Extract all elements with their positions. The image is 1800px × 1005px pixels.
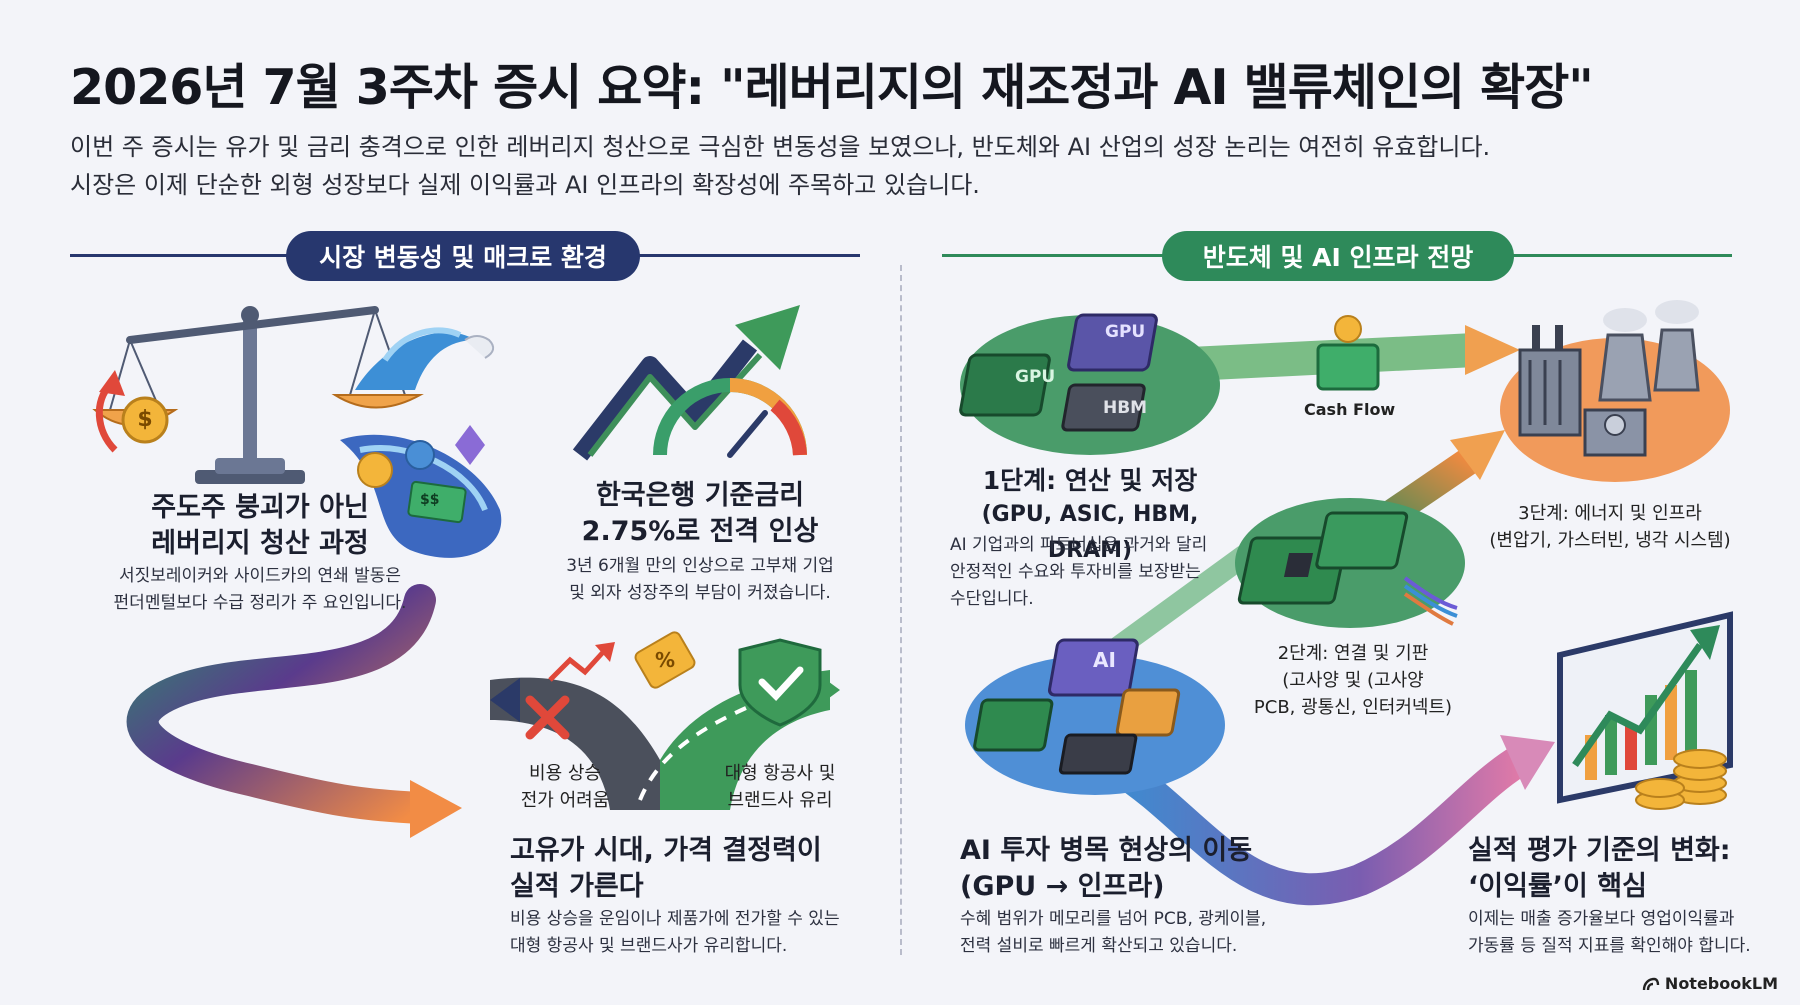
stage2-line-2: (고사양 및 (고사양 xyxy=(1282,670,1424,691)
earnings-body-line-1: 이제는 매출 증가율보다 영업이익률과 xyxy=(1468,909,1735,929)
stage1-body-line-2: 안정적인 수요와 투자비를 보장받는 xyxy=(950,562,1201,582)
section-divider xyxy=(900,265,902,955)
bottleneck-heading-line-2: (GPU → 인프라) xyxy=(960,871,1165,902)
card1-heading-line-1: 주도주 붕괴가 아닌 xyxy=(151,492,369,523)
card1-heading: 주도주 붕괴가 아닌 레버리지 청산 과정 xyxy=(90,490,430,562)
stage3-line-1: 3단계: 에너지 및 인프라 xyxy=(1518,503,1702,524)
stage2-line-1: 2단계: 연결 및 기판 xyxy=(1277,643,1429,664)
ai-chip-illustration xyxy=(965,638,1225,795)
stage1-body: AI 기업과의 파트너십은 과거와 달리 안정적인 수요와 투자비를 보장받는 … xyxy=(950,532,1250,613)
bottleneck-body-line-1: 수혜 범위가 메모리를 넘어 PCB, 광케이블, xyxy=(960,909,1267,929)
stage1-body-line-1: AI 기업과의 파트너십은 과거와 달리 xyxy=(950,535,1208,555)
card3-heading-line-2: 실적 가른다 xyxy=(510,871,644,902)
card1-heading-line-2: 레버리지 청산 과정 xyxy=(151,528,369,559)
rate-hike-illustration xyxy=(572,305,807,461)
card2-heading-line-2: 2.75%로 전격 인상 xyxy=(581,516,819,547)
card2-body-line-1: 3년 6개월 만의 인상으로 고부채 기업 xyxy=(566,556,834,576)
notebooklm-brand: NotebookLM xyxy=(1642,974,1778,993)
memory-chip xyxy=(973,698,1054,752)
gpu-chip-1-label: GPU xyxy=(1015,367,1056,387)
cash-flow-icon xyxy=(1316,315,1380,391)
earnings-chart-illustration xyxy=(1557,611,1733,810)
intro-text: 이번 주 증시는 유가 및 금리 충격으로 인한 레버리지 청산으로 극심한 변… xyxy=(70,128,1490,204)
intro-line-1: 이번 주 증시는 유가 및 금리 충격으로 인한 레버리지 청산으로 극심한 변… xyxy=(70,133,1491,161)
ai-chip-label: AI xyxy=(1093,648,1116,672)
stage1-subheading: (GPU, ASIC, HBM, DRAM) xyxy=(981,502,1199,563)
page-title: 2026년 7월 3주차 증시 요약: "레버리지의 재조정과 AI 밸류체인의… xyxy=(70,59,1594,116)
processor-chip xyxy=(1115,688,1181,737)
stage3-infra-illustration xyxy=(1500,300,1730,482)
road-left-label: 비용 상승 전가 어려움 xyxy=(500,760,630,814)
earnings-body-line-2: 가동률 등 질적 지표를 확인해야 합니다. xyxy=(1468,936,1751,956)
card2-body-line-2: 및 외자 성장주의 부담이 커졌습니다. xyxy=(569,583,831,603)
scale-coin-symbol: $ xyxy=(137,407,153,432)
cooling-tower-icon xyxy=(1598,300,1700,402)
road-right-line-1: 대형 항공사 및 xyxy=(724,763,836,784)
cooling-unit-icon xyxy=(1583,408,1647,457)
stage3-label: 3단계: 에너지 및 인프라 (변압기, 가스터빈, 냉각 시스템) xyxy=(1480,500,1740,554)
card2-heading: 한국은행 기준금리 2.75%로 전격 인상 xyxy=(545,478,855,550)
card3-body-line-1: 비용 상승을 운임이나 제품가에 전가할 수 있는 xyxy=(510,909,840,929)
card1-body: 서짓보레이커와 사이드카의 연쇄 발동은 펀더멘털보다 수급 정리가 주 요인입… xyxy=(70,563,450,617)
card2-heading-line-1: 한국은행 기준금리 xyxy=(595,480,805,511)
stage2-board-illustration xyxy=(1235,498,1465,628)
fiber-cable-icon xyxy=(1403,576,1458,626)
bill-text: $$ xyxy=(420,492,440,508)
earnings-heading-line-2: ‘이익률’이 핵심 xyxy=(1468,871,1647,902)
bottleneck-body-line-2: 전력 설비로 빠르게 확산되고 있습니다. xyxy=(960,936,1238,956)
stage1-body-line-3: 수단입니다. xyxy=(950,589,1034,609)
bottleneck-heading-line-1: AI 투자 병목 현상의 이동 xyxy=(960,835,1253,866)
stage2-line-3: PCB, 광통신, 인터커넥트) xyxy=(1253,697,1453,718)
ai-chip xyxy=(1047,638,1139,697)
card2-body: 3년 6개월 만의 인상으로 고부채 기업 및 외자 성장주의 부담이 커졌습니… xyxy=(530,553,870,607)
card3-body: 비용 상승을 운임이나 제품가에 전가할 수 있는 대형 항공사 및 브랜드사가… xyxy=(510,906,890,960)
transformer-icon xyxy=(1518,325,1582,437)
road-left-line-2: 전가 어려움 xyxy=(520,790,610,811)
liquidity-wave-illustration xyxy=(340,425,502,558)
road-right-line-2: 브랜드사 유리 xyxy=(727,790,833,811)
card3-heading: 고유가 시대, 가격 결정력이 실적 가른다 xyxy=(510,833,870,905)
card1-body-line-1: 서짓보레이커와 사이드카의 연쇄 발동은 xyxy=(118,566,402,586)
card3-heading-line-1: 고유가 시대, 가격 결정력이 xyxy=(510,835,822,866)
gpu-chip-1 xyxy=(959,353,1051,417)
earnings-heading-line-1: 실적 평가 기준의 변화: xyxy=(1468,835,1731,866)
hbm-chip xyxy=(1061,383,1146,432)
hbm-chip-label: HBM xyxy=(1103,398,1148,418)
bottleneck-body: 수혜 범위가 메모리를 넘어 PCB, 광케이블, 전력 설비로 빠르게 확산되… xyxy=(960,906,1340,960)
balance-scale-illustration xyxy=(92,306,495,484)
gpu-chip-2-label: GPU xyxy=(1105,322,1146,342)
brand-label: NotebookLM xyxy=(1664,974,1778,993)
stage1-chip-illustration xyxy=(959,313,1220,455)
stage1-heading: 1단계: 연산 및 저장 xyxy=(982,466,1198,495)
stage2-label: 2단계: 연결 및 기판 (고사양 및 (고사양 PCB, 광통신, 인터커넥트… xyxy=(1228,640,1478,721)
gpu-chip-2 xyxy=(1067,313,1158,372)
pcb-board-icon xyxy=(1237,511,1409,605)
ic-chip xyxy=(1058,733,1138,775)
intro-line-2: 시장은 이제 단순한 외형 성장보다 실제 이익률과 AI 인프라의 확장성에 … xyxy=(70,171,980,199)
road-left-line-1: 비용 상승 xyxy=(529,763,601,784)
coin-stack-icon xyxy=(1635,749,1727,810)
card1-body-line-2: 펀더멘털보다 수급 정리가 주 요인입니다. xyxy=(113,593,407,613)
road-right-label: 대형 항공사 및 브랜드사 유리 xyxy=(705,760,855,814)
left-section-pill: 시장 변동성 및 매크로 환경 xyxy=(286,231,640,281)
notebooklm-logo-icon xyxy=(1642,977,1660,990)
earnings-heading: 실적 평가 기준의 변화: ‘이익률’이 핵심 xyxy=(1468,833,1788,905)
earnings-body: 이제는 매출 증가율보다 영업이익률과 가동률 등 질적 지표를 확인해야 합니… xyxy=(1468,906,1788,960)
price-tag-symbol: % xyxy=(655,648,676,672)
stage3-line-2: (변압기, 가스터빈, 냉각 시스템) xyxy=(1489,530,1731,551)
card3-body-line-2: 대형 항공사 및 브랜드사가 유리합니다. xyxy=(510,936,788,956)
bottleneck-heading: AI 투자 병목 현상의 이동 (GPU → 인프라) xyxy=(960,833,1320,905)
fork-road-illustration xyxy=(490,631,840,810)
cash-flow-label: Cash Flow xyxy=(1304,400,1396,419)
right-section-pill: 반도체 및 AI 인프라 전망 xyxy=(1162,231,1514,281)
